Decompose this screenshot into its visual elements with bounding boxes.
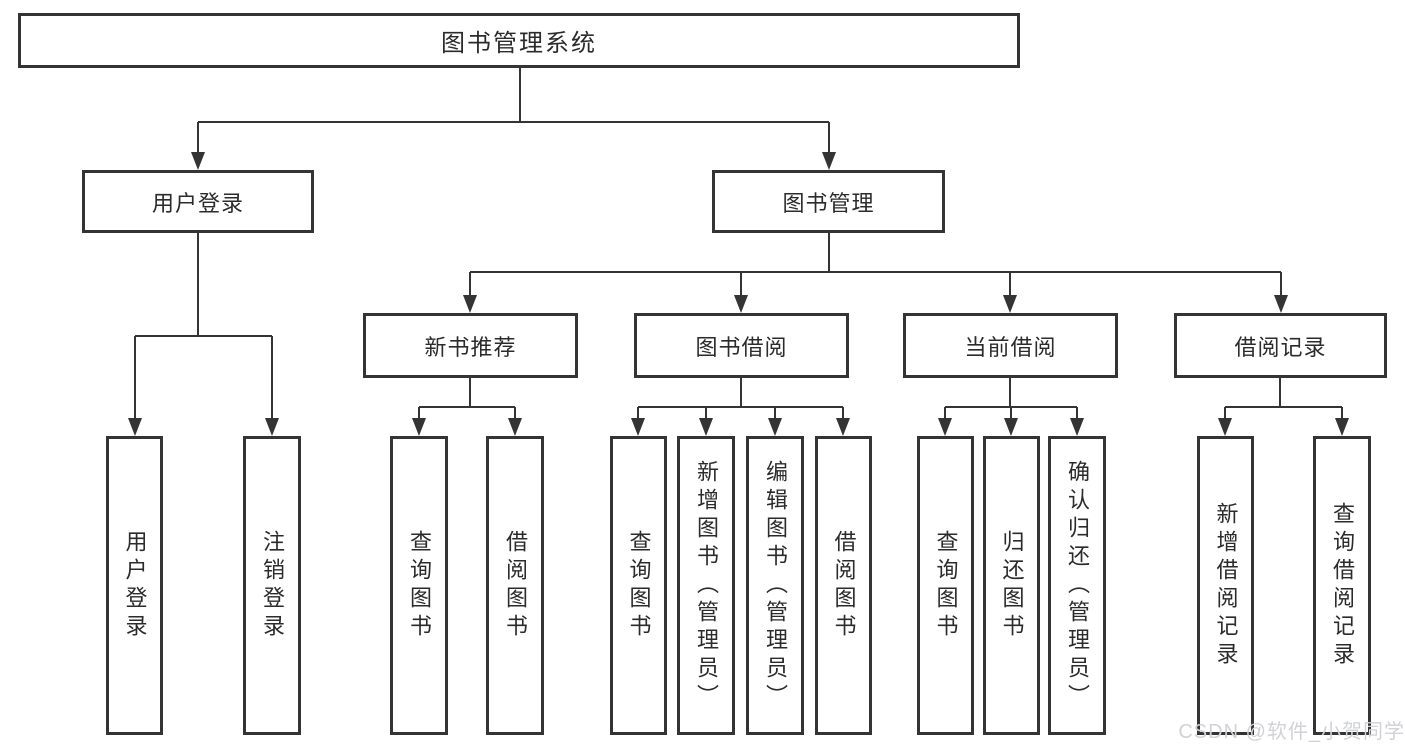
connector-book-borrowing-to-leaves [637, 378, 844, 422]
node-book-management: 图书管理 [712, 170, 945, 233]
connector-user-login-to-leaves [134, 233, 273, 422]
leaf-add-books-admin: 新增图书（管理员） [677, 436, 735, 735]
node-borrow-records: 借阅记录 [1174, 313, 1387, 378]
leaf-user-login: 用户登录 [106, 436, 163, 735]
leaf-confirm-return-admin: 确认归还（管理员） [1048, 436, 1106, 735]
connector-root-to-level2 [197, 68, 830, 156]
leaf-query-books-borrowing: 查询图书 [610, 436, 667, 735]
leaf-query-books-recommend: 查询图书 [390, 436, 448, 735]
connector-current-borrowing-to-leaves [944, 378, 1078, 422]
connector-book-management-to-level3 [469, 233, 1282, 299]
connector-new-book-recommend-to-leaves [418, 378, 516, 422]
node-book-borrowing: 图书借阅 [634, 313, 849, 378]
leaf-add-borrow-record: 新增借阅记录 [1197, 436, 1254, 735]
leaf-logout: 注销登录 [243, 436, 301, 735]
csdn-watermark: CSDN @软件_小贺同学 [1178, 721, 1405, 743]
node-new-book-recommend: 新书推荐 [363, 313, 578, 378]
connector-borrow-records-to-leaves [1224, 378, 1343, 422]
leaf-query-books-current: 查询图书 [917, 436, 974, 735]
leaf-return-books: 归还图书 [983, 436, 1040, 735]
leaf-borrow-books-recommend: 借阅图书 [486, 436, 544, 735]
arrowheads [128, 152, 1349, 436]
leaf-query-borrow-record: 查询借阅记录 [1313, 436, 1371, 735]
node-current-borrowing: 当前借阅 [903, 313, 1118, 378]
node-user-login: 用户登录 [82, 170, 314, 233]
leaf-edit-books-admin: 编辑图书（管理员） [746, 436, 804, 735]
leaf-borrow-books-borrowing: 借阅图书 [815, 436, 872, 735]
node-root: 图书管理系统 [18, 13, 1020, 68]
